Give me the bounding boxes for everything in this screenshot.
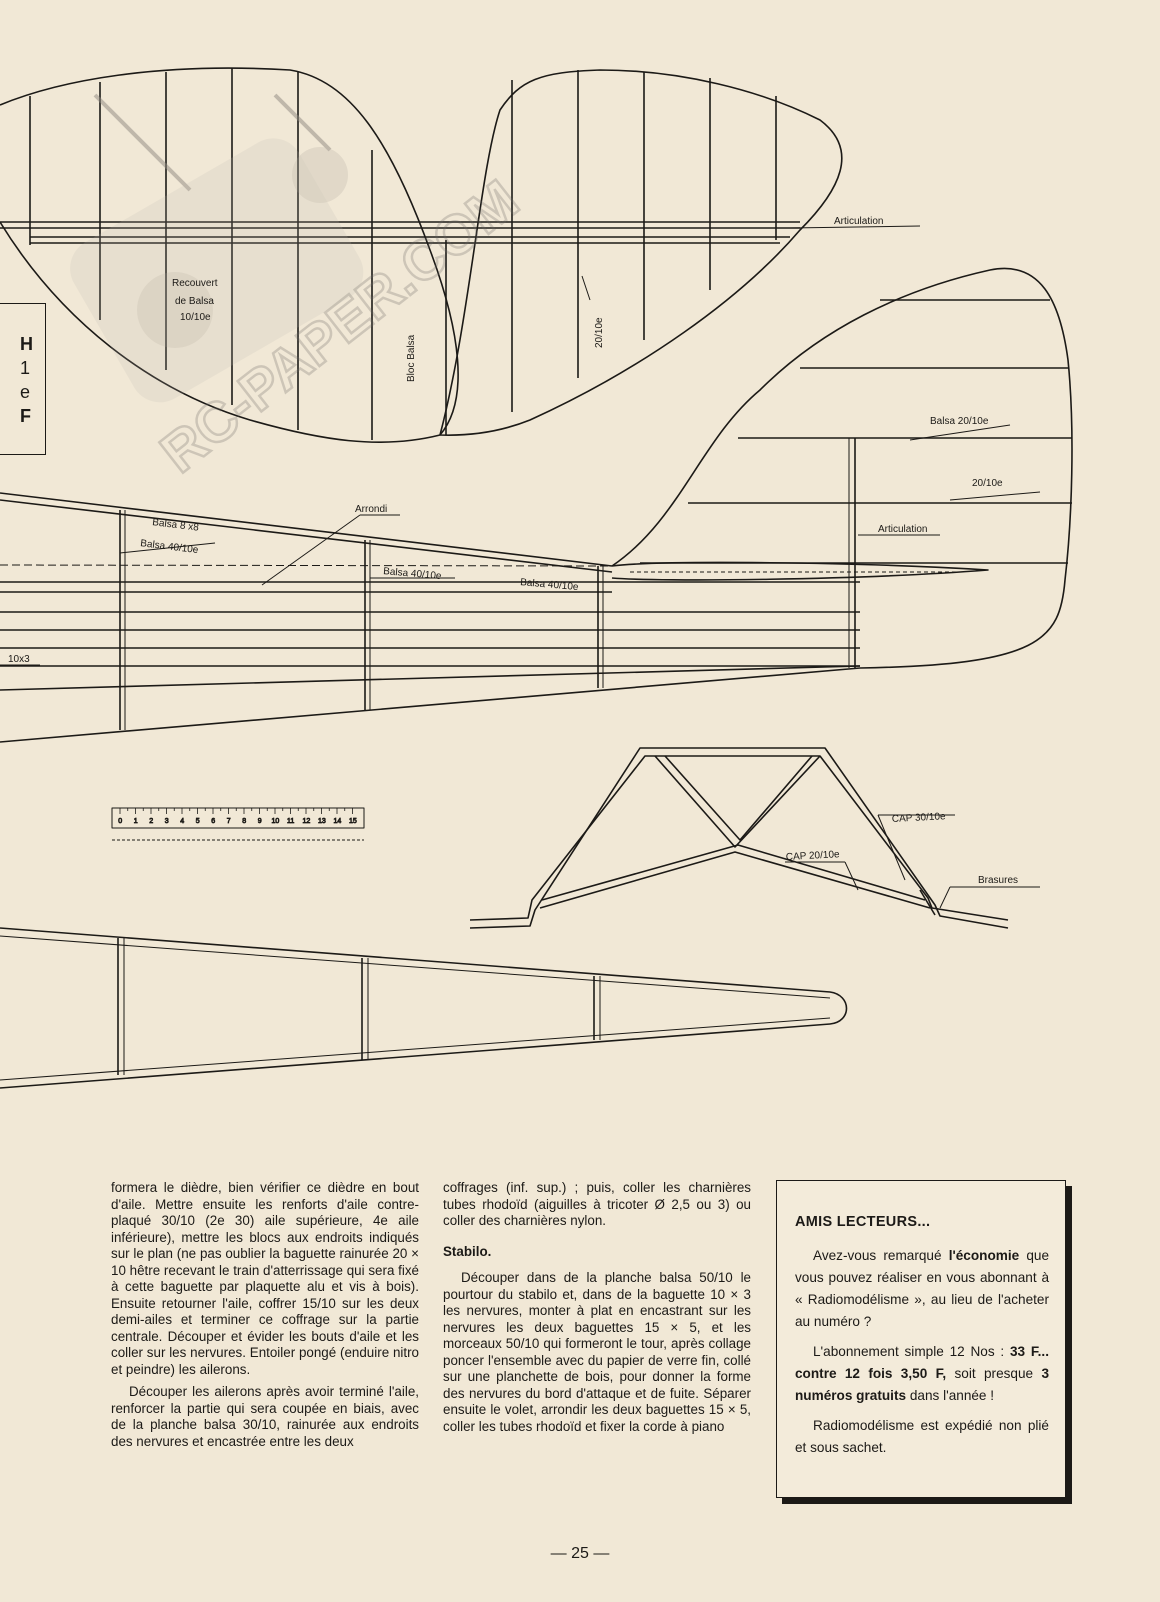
label-recouvert-1: Recouvert [172, 278, 218, 289]
box-paragraph-3: Radiomodélisme est expédié non plié et s… [795, 1418, 1049, 1455]
scale-ruler [111, 807, 365, 841]
box-paragraph-2: L'abonnement simple 12 Nos : 33 F... con… [795, 1344, 1049, 1403]
side-fragment-4: F [20, 406, 31, 426]
ruler-number: 14 [334, 818, 342, 825]
label-cap-20-10: CAP 20/10e [786, 849, 841, 863]
label-balsa-40-10-c: Balsa 40/10e [520, 577, 580, 593]
side-fragment-1: H [20, 334, 33, 354]
lower-longeron [0, 927, 848, 1089]
page-number: — 25 — [550, 1545, 610, 1562]
label-balsa-40-10-a: Balsa 40/10e [140, 538, 200, 556]
col2-paragraph-1: coffrages (inf. sup.) ; puis, coller les… [443, 1180, 751, 1228]
landing-gear-drawing [469, 747, 1040, 929]
ruler-number: 8 [242, 818, 246, 825]
stabilizer-outline [611, 267, 1073, 669]
ruler-number: 12 [303, 818, 311, 825]
article-column-1: formera le dièdre, bien vérifier ce dièd… [111, 1180, 419, 1456]
label-brasures: Brasures [978, 875, 1018, 886]
label-bloc-balsa: Bloc Balsa [406, 334, 417, 382]
label-baguette-10x3: 10x3 [8, 654, 30, 665]
label-rib-20-10: 20/10e [594, 317, 605, 348]
label-articulation-wing: Articulation [834, 216, 883, 227]
label-cap-30-10: CAP 30/10e [892, 811, 947, 825]
ruler-number: 1 [134, 818, 138, 825]
label-articulation-stab: Articulation [878, 524, 927, 535]
label-balsa-8x8: Balsa 8 x8 [152, 517, 200, 534]
box-paragraph-1: Avez-vous remarqué l'économie que vous p… [795, 1248, 1049, 1329]
col1-paragraph-2: Découper les ailerons après avoir termin… [111, 1384, 419, 1449]
label-stab-20-10: 20/10e [972, 478, 1003, 489]
box-title: AMIS LECTEURS... [795, 1214, 931, 1230]
ruler-number: 13 [318, 818, 326, 825]
ruler-number: 15 [349, 818, 357, 825]
subscription-box: AMIS LECTEURS... Avez-vous remarqué l'éc… [776, 1180, 1066, 1498]
label-recouvert-3: 10/10e [180, 312, 211, 323]
side-fragment-3: e [20, 382, 31, 402]
ruler-number: 9 [258, 818, 262, 825]
ruler-number: 2 [149, 818, 153, 825]
article-column-2: coffrages (inf. sup.) ; puis, coller les… [443, 1180, 751, 1441]
ruler-number: 3 [165, 818, 169, 825]
label-recouvert-2: de Balsa [175, 296, 214, 307]
aileron-outline [439, 69, 843, 436]
col1-paragraph-1: formera le dièdre, bien vérifier ce dièd… [111, 1180, 419, 1377]
side-fragment-2: 1 [20, 358, 31, 378]
ruler-number: 0 [118, 818, 122, 825]
ruler-number: 6 [211, 818, 215, 825]
ruler-number: 7 [227, 818, 231, 825]
col2-paragraph-2: Découper dans de la planche balsa 50/10 … [443, 1270, 751, 1434]
ruler-number: 11 [287, 818, 294, 825]
label-balsa-40-10-b: Balsa 40/10e [383, 566, 443, 582]
label-arrondi: Arrondi [355, 504, 387, 515]
ruler-number: 5 [196, 818, 200, 825]
section-heading-stabilo: Stabilo. [443, 1243, 492, 1259]
ruler-number: 10 [272, 818, 280, 825]
label-balsa-20-10: Balsa 20/10e [930, 416, 989, 427]
watermark-logo: RC-PAPER.COM [70, 93, 531, 486]
side-title-fragment: H 1 e F [0, 303, 46, 455]
ruler-number: 4 [180, 818, 184, 825]
